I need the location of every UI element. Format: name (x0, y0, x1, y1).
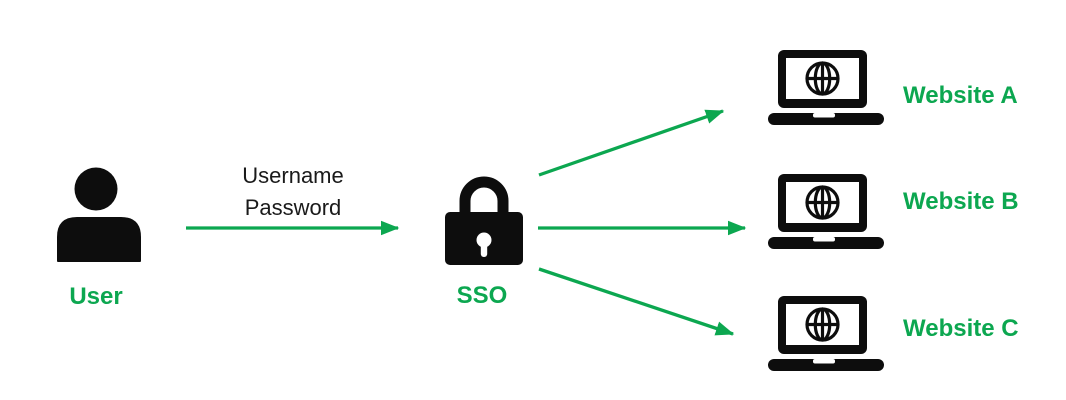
website-b-node-label: Website B (903, 188, 1019, 215)
padlock-icon (445, 176, 523, 265)
laptop-globe-icon (768, 50, 884, 125)
website-c-node-label: Website C (903, 315, 1019, 342)
arrow-sso-to-website-c (538, 267, 735, 336)
sso-node-label: SSO (456, 282, 508, 309)
credentials-line-password: Password (244, 195, 342, 220)
laptop-globe-icon (768, 174, 884, 249)
person-icon (57, 167, 141, 262)
arrow-sso-to-website-a (538, 109, 725, 177)
website-a-node-label: Website A (903, 82, 1018, 109)
laptop-globe-icon (768, 296, 884, 371)
credentials-line-username: Username (242, 163, 344, 188)
user-node-label: User (69, 283, 123, 310)
credentials-label: Username Password (242, 160, 343, 224)
